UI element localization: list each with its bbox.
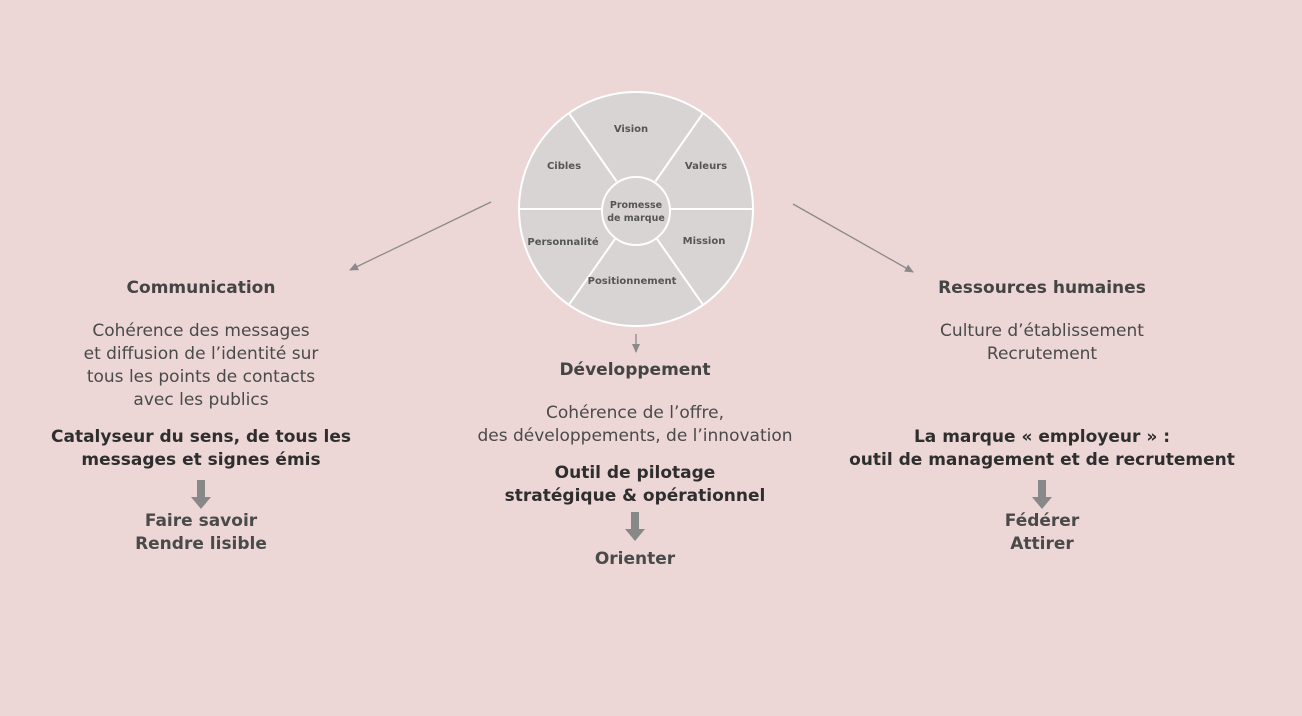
- down-arrow-icon: [1032, 480, 1052, 509]
- wheel-divider-2: [654, 236, 704, 306]
- center-label-line2: de marque: [607, 213, 665, 224]
- communication-description: Cohérence des messages et diffusion de l…: [83, 321, 319, 410]
- wheel-divider-3: [568, 236, 618, 306]
- communication-column: Communication Cohérence des messages et …: [40, 278, 362, 556]
- center-label-line1: Promesse: [610, 200, 662, 211]
- communication-heading: Communication: [126, 278, 276, 298]
- down-arrow-icon: [191, 480, 211, 509]
- developpement-description: Cohérence de l’offre, des développements…: [477, 403, 793, 446]
- down-arrow-icon: [625, 512, 645, 541]
- segment-positionnement: Positionnement: [588, 276, 677, 287]
- wheel-dividers: [519, 112, 753, 306]
- ressources-humaines-outcome: Fédérer Attirer: [1004, 511, 1080, 554]
- segment-personnalite: Personnalité: [527, 236, 598, 248]
- wheel-divider-5: [568, 112, 618, 182]
- communication-outcome: Faire savoir Rendre lisible: [135, 511, 267, 554]
- segment-cibles: Cibles: [547, 161, 581, 172]
- ressources-humaines-heading: Ressources humaines: [938, 278, 1146, 298]
- developpement-column: Développement Cohérence de l’offre, des …: [435, 360, 835, 571]
- ressources-humaines-description: Culture d’établissement Recrutement: [940, 321, 1144, 364]
- segment-mission: Mission: [683, 236, 726, 247]
- segment-vision: Vision: [614, 124, 648, 135]
- developpement-role: Outil de pilotage stratégique & opératio…: [504, 463, 766, 506]
- developpement-heading: Développement: [559, 360, 711, 380]
- ressources-humaines-column: Ressources humaines Culture d’établissem…: [842, 278, 1242, 556]
- communication-role: Catalyseur du sens, de tous les messages…: [51, 427, 351, 470]
- center-circle: [601, 176, 671, 246]
- arrow-left: [349, 201, 492, 271]
- arrow-right: [792, 203, 914, 273]
- ressources-humaines-role: La marque « employeur » : outil de manag…: [849, 427, 1235, 470]
- wheel-divider-0: [654, 112, 704, 182]
- segment-valeurs: Valeurs: [685, 161, 727, 172]
- developpement-outcome: Orienter: [594, 549, 676, 569]
